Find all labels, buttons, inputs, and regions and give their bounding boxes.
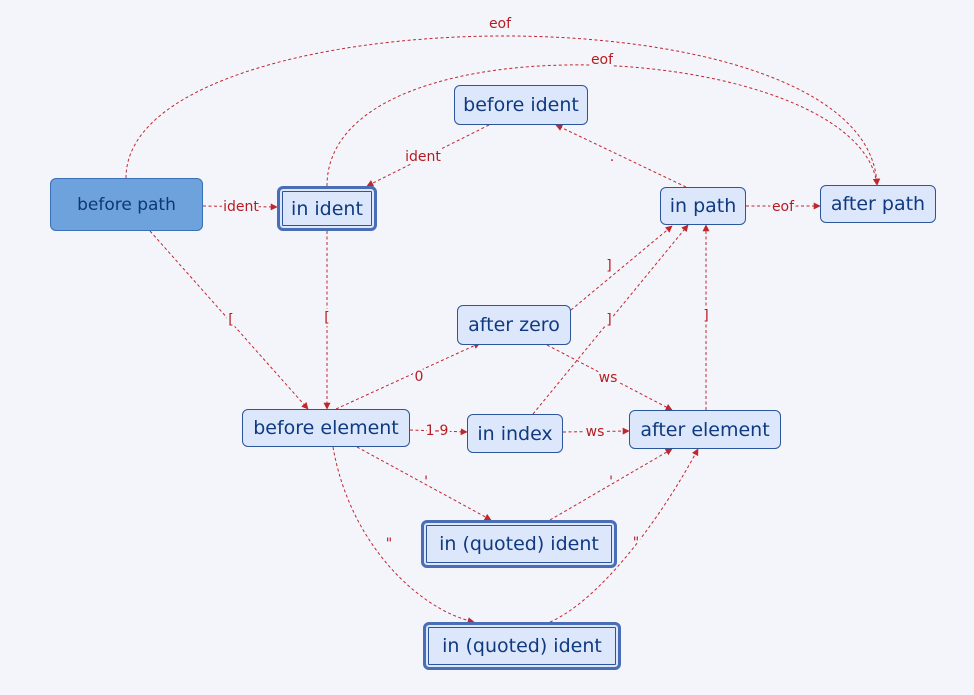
state-label: before element xyxy=(253,417,399,439)
edge-before-path-to-after-path xyxy=(125,35,881,186)
edge-in-quoted-ident-double-to-after-element xyxy=(549,448,699,623)
state-label: after path xyxy=(830,193,926,215)
edge-after-zero-to-in-path xyxy=(570,225,673,311)
state-node-after-element[interactable]: after element xyxy=(629,410,781,449)
edge-label: ident xyxy=(223,199,259,215)
state-node-after-path[interactable]: after path xyxy=(820,185,936,223)
edge-before-element-to-in-quoted-ident-double xyxy=(332,446,475,625)
state-node-before-element[interactable]: before element xyxy=(242,409,410,447)
state-label: in index xyxy=(477,422,553,445)
edge-label: eof xyxy=(591,52,614,68)
edge-label: [ xyxy=(228,312,233,328)
edge-label: ] xyxy=(606,312,611,328)
edge-in-path-to-before-ident xyxy=(555,124,687,188)
edge-label: ws xyxy=(599,370,618,386)
edge-label: eof xyxy=(772,199,795,215)
edge-before-path-to-before-element xyxy=(149,230,309,410)
edge-in-quoted-ident-single-to-after-element xyxy=(549,448,673,521)
state-label: before ident xyxy=(463,94,579,116)
state-node-before-ident[interactable]: before ident xyxy=(454,85,588,125)
edge-before-element-to-in-index xyxy=(409,428,468,436)
edge-before-ident-to-in-ident xyxy=(366,124,490,187)
edge-in-index-to-after-element xyxy=(562,427,630,435)
state-label: in (quoted) ident xyxy=(442,635,602,657)
state-node-in-quoted-ident-double[interactable]: in (quoted) ident xyxy=(423,622,621,670)
edge-label: " xyxy=(633,535,639,551)
edge-label: 0 xyxy=(415,369,424,385)
edge-label: . xyxy=(610,149,614,165)
edge-label: ws xyxy=(586,424,605,440)
state-node-in-index[interactable]: in index xyxy=(467,414,563,453)
state-node-after-zero[interactable]: after zero xyxy=(457,305,571,345)
state-label: before path xyxy=(77,194,176,215)
state-node-in-path[interactable]: in path xyxy=(660,187,746,225)
edge-before-path-to-in-ident xyxy=(202,203,278,211)
edge-label: ] xyxy=(703,308,708,324)
state-node-in-quoted-ident-single[interactable]: in (quoted) ident xyxy=(421,520,617,568)
edge-before-element-to-after-zero xyxy=(335,342,481,410)
edge-after-zero-to-after-element xyxy=(546,344,673,411)
edge-label: [ xyxy=(324,310,329,326)
edge-before-element-to-in-quoted-ident-single xyxy=(356,446,492,521)
edge-in-ident-to-after-path xyxy=(326,64,880,187)
state-label: after element xyxy=(640,418,770,441)
edge-label: ident xyxy=(405,149,441,165)
edge-in-index-to-in-path xyxy=(532,224,689,415)
edge-label: ] xyxy=(606,258,611,274)
state-label: in (quoted) ident xyxy=(439,533,599,555)
state-node-before-path[interactable]: before path xyxy=(50,178,203,231)
state-node-in-ident[interactable]: in ident xyxy=(277,186,377,231)
edge-label: " xyxy=(386,536,392,552)
edge-label: ' xyxy=(424,474,428,490)
edge-label: ' xyxy=(609,474,613,490)
edge-label: eof xyxy=(489,16,512,32)
state-label: in path xyxy=(669,195,737,217)
state-label: in ident xyxy=(291,197,363,220)
edge-label: 1-9 xyxy=(426,423,449,439)
state-label: after zero xyxy=(468,314,560,336)
